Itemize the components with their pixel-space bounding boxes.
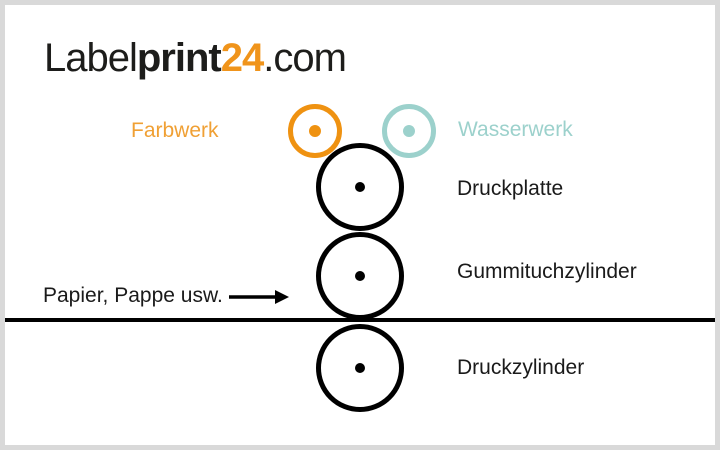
- dampening-unit-label: Wasserwerk: [458, 118, 573, 141]
- water-roller-axis-dot: [403, 125, 415, 137]
- logo-part-24: 24: [220, 36, 264, 80]
- plate-cylinder-circle: [316, 143, 404, 231]
- impression-cylinder-circle: [316, 324, 404, 412]
- logo-part-print: print: [136, 36, 222, 80]
- logo-part-com: .com: [263, 36, 347, 80]
- paper-label: Papier, Pappe usw.: [43, 284, 223, 307]
- logo: Labelprint24.com: [44, 36, 347, 80]
- arrow-right-icon: [229, 290, 289, 304]
- ink-roller-axis-dot: [309, 125, 321, 137]
- impression-cylinder-axis-dot: [355, 363, 365, 373]
- water-roller-circle: [382, 104, 436, 158]
- plate-cylinder-axis-dot: [355, 182, 365, 192]
- ink-unit-label: Farbwerk: [131, 119, 219, 142]
- ink-roller-circle: [288, 104, 342, 158]
- plate-cylinder-label: Druckplatte: [457, 177, 564, 200]
- logo-part-label: Label: [44, 36, 138, 80]
- impression-cylinder-label: Druckzylinder: [457, 356, 585, 379]
- blanket-cylinder-axis-dot: [355, 271, 365, 281]
- blanket-cylinder-circle: [316, 232, 404, 320]
- blanket-cylinder-label: Gummituchzylinder: [457, 260, 637, 283]
- paper-web-line: [5, 318, 715, 322]
